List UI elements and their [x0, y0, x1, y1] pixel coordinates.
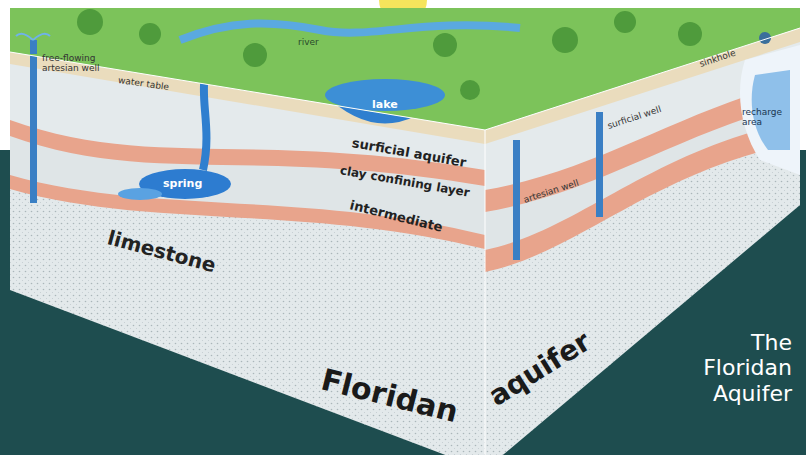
lake-label: lake: [372, 99, 398, 111]
spring-label: spring: [163, 178, 202, 190]
top-face: [10, 8, 800, 130]
block-edges: [10, 28, 800, 455]
well-label: free-flowing artesian well: [42, 54, 114, 74]
diagram-title: The Floridan Aquifer: [680, 330, 792, 406]
recharge-label: recharge area: [742, 108, 794, 128]
river-label: river: [298, 38, 319, 48]
